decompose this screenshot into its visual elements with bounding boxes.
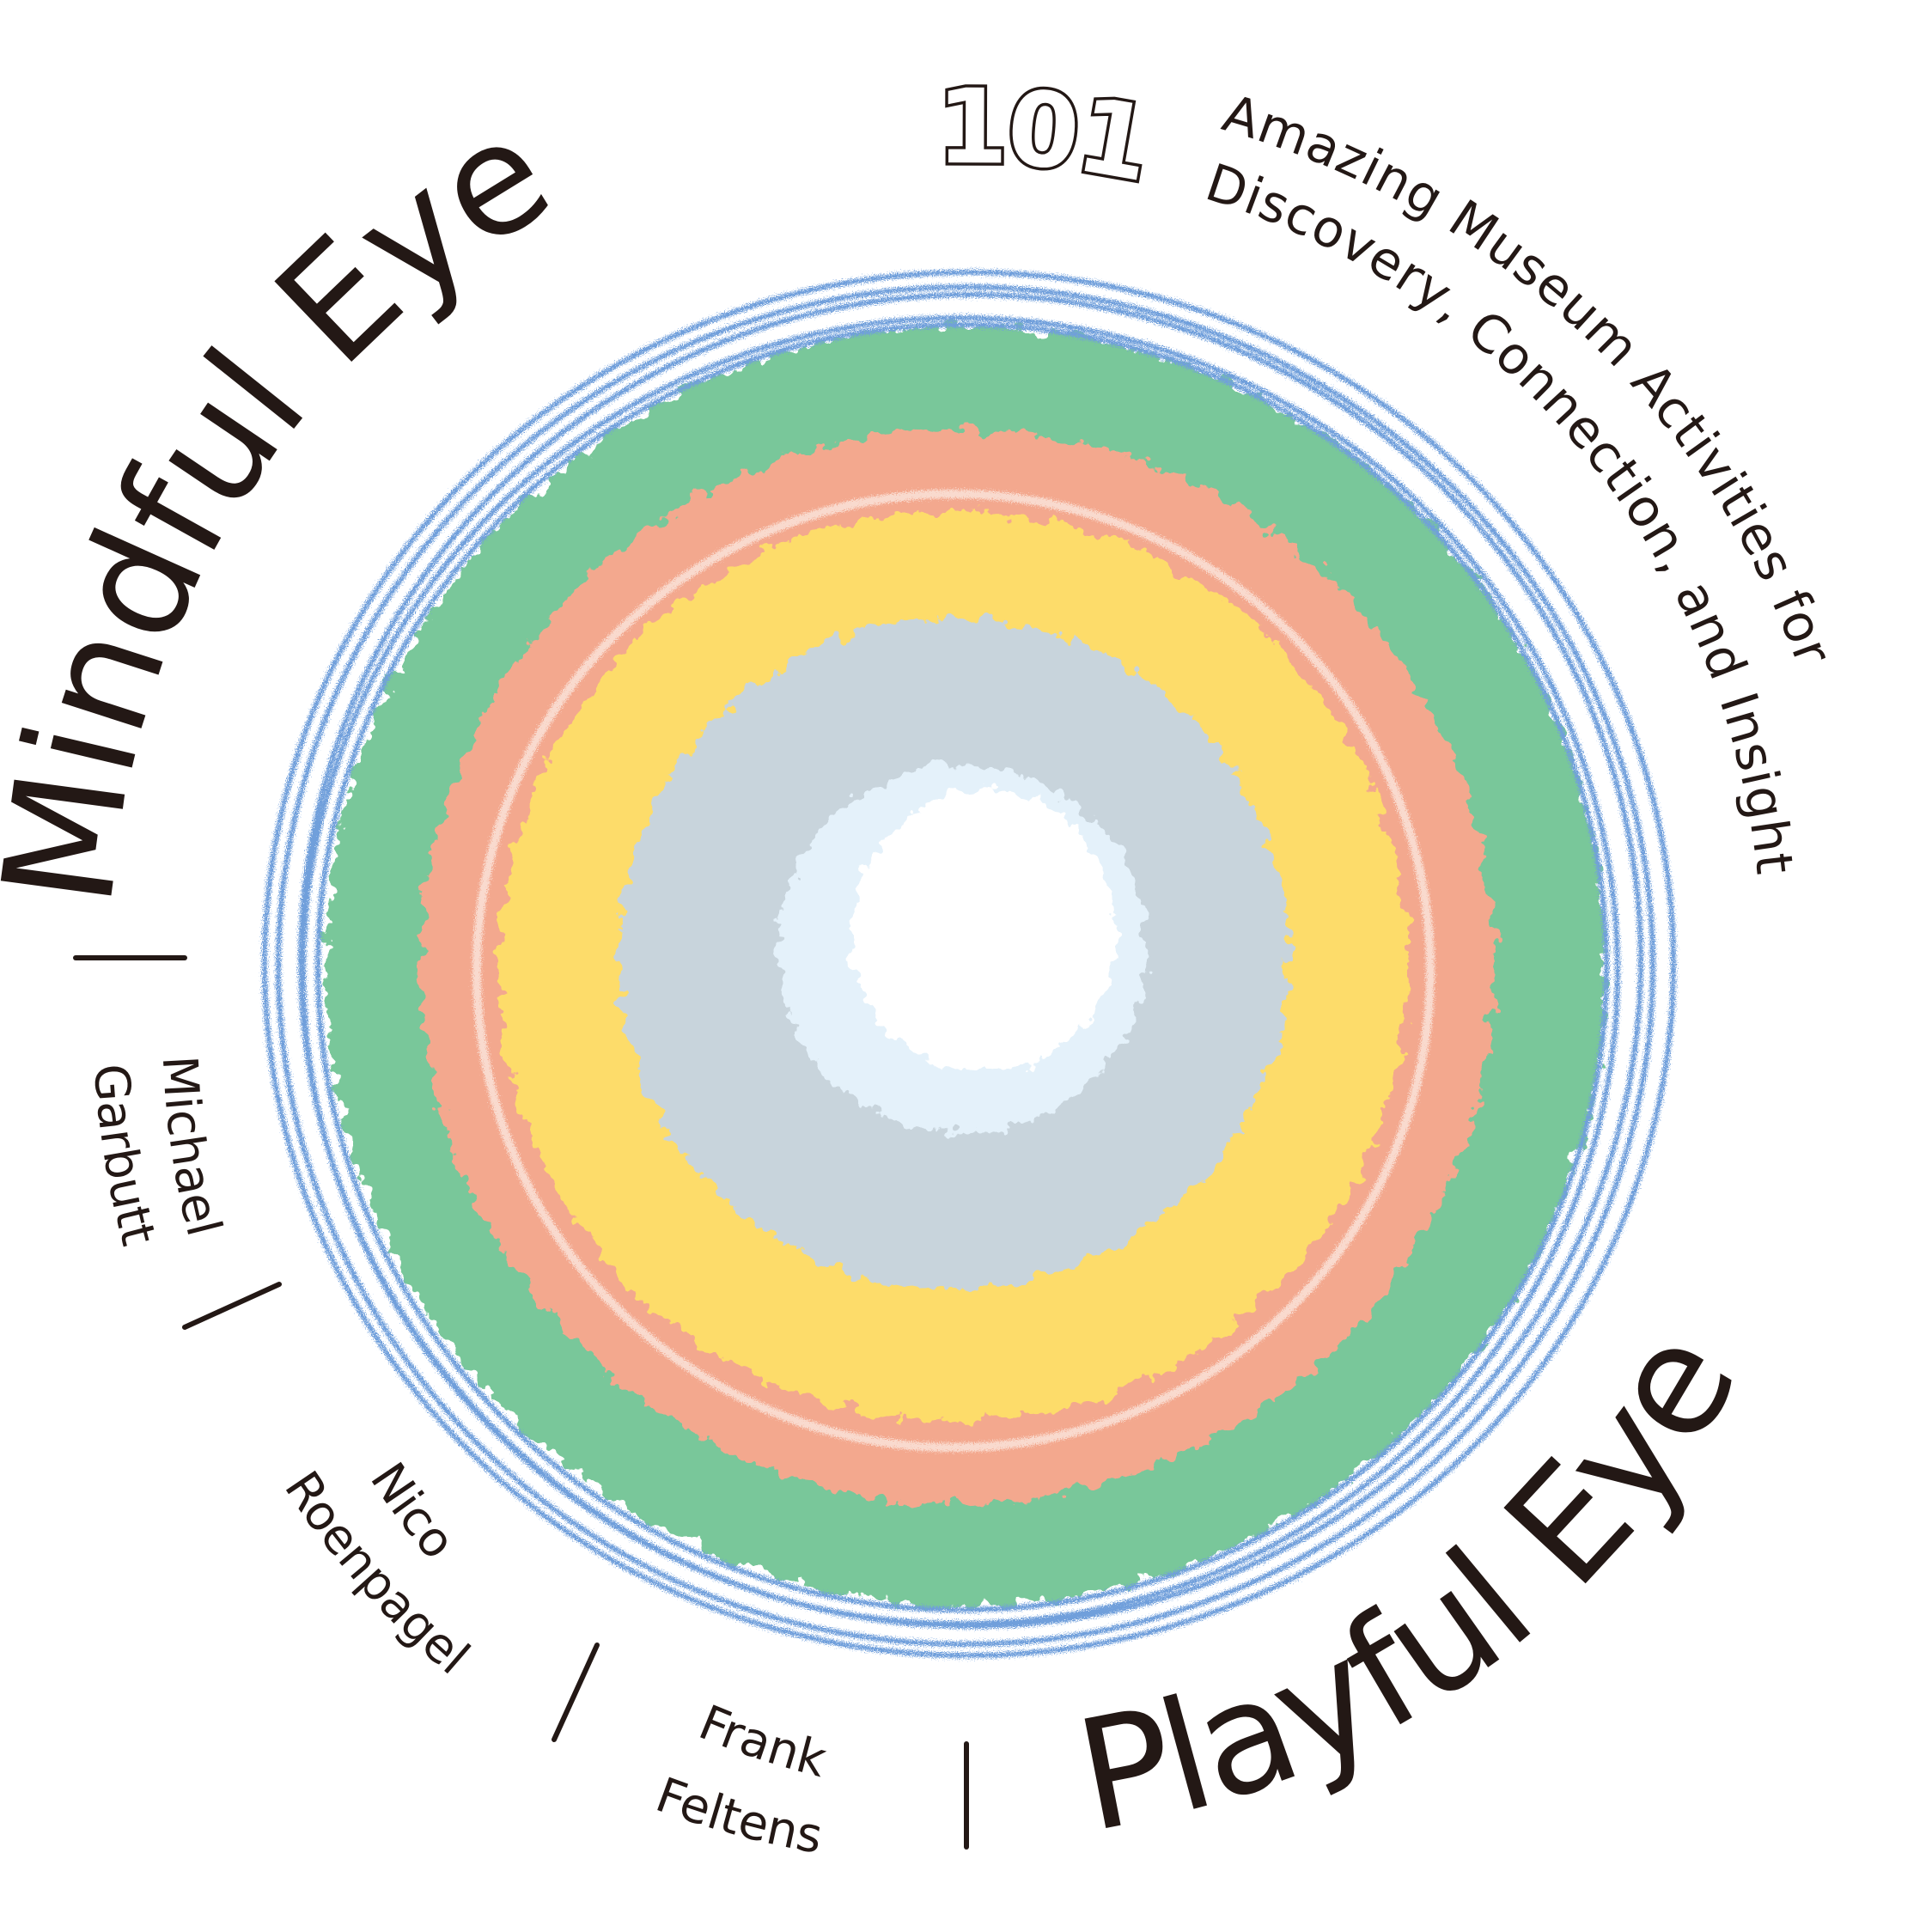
blue-pencil-circles	[262, 270, 1676, 1658]
activity-count-101: 101	[936, 68, 1156, 205]
separator-line-2	[182, 1282, 282, 1330]
center-white	[850, 790, 1117, 1074]
painted-rings-artwork	[262, 270, 1676, 1658]
separators	[73, 955, 969, 1850]
separator-line-3	[552, 1643, 600, 1742]
ring-salmon-highlight	[472, 490, 1435, 1452]
